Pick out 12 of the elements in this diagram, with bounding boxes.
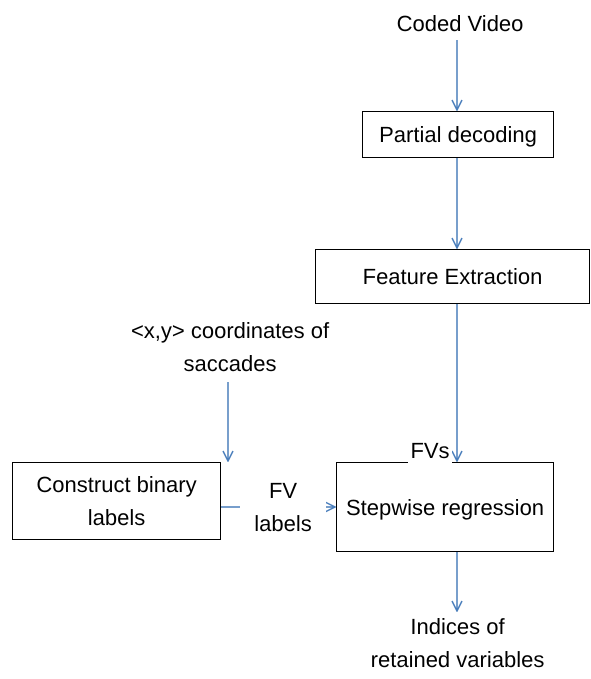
arrow — [451, 552, 463, 612]
process-box: Construct binary labels — [12, 462, 221, 540]
arrow — [451, 158, 463, 249]
process-box: Feature Extraction — [315, 249, 590, 304]
text-label: Indices of retained variables — [370, 612, 545, 674]
process-box: Partial decoding — [362, 111, 554, 158]
arrow — [222, 382, 234, 462]
arrow — [451, 40, 463, 111]
process-box: Stepwise regression — [336, 462, 554, 552]
arrow — [451, 304, 463, 462]
text-label: Coded Video — [370, 6, 550, 40]
text-label: <x,y> coordinates of saccades — [115, 312, 345, 382]
